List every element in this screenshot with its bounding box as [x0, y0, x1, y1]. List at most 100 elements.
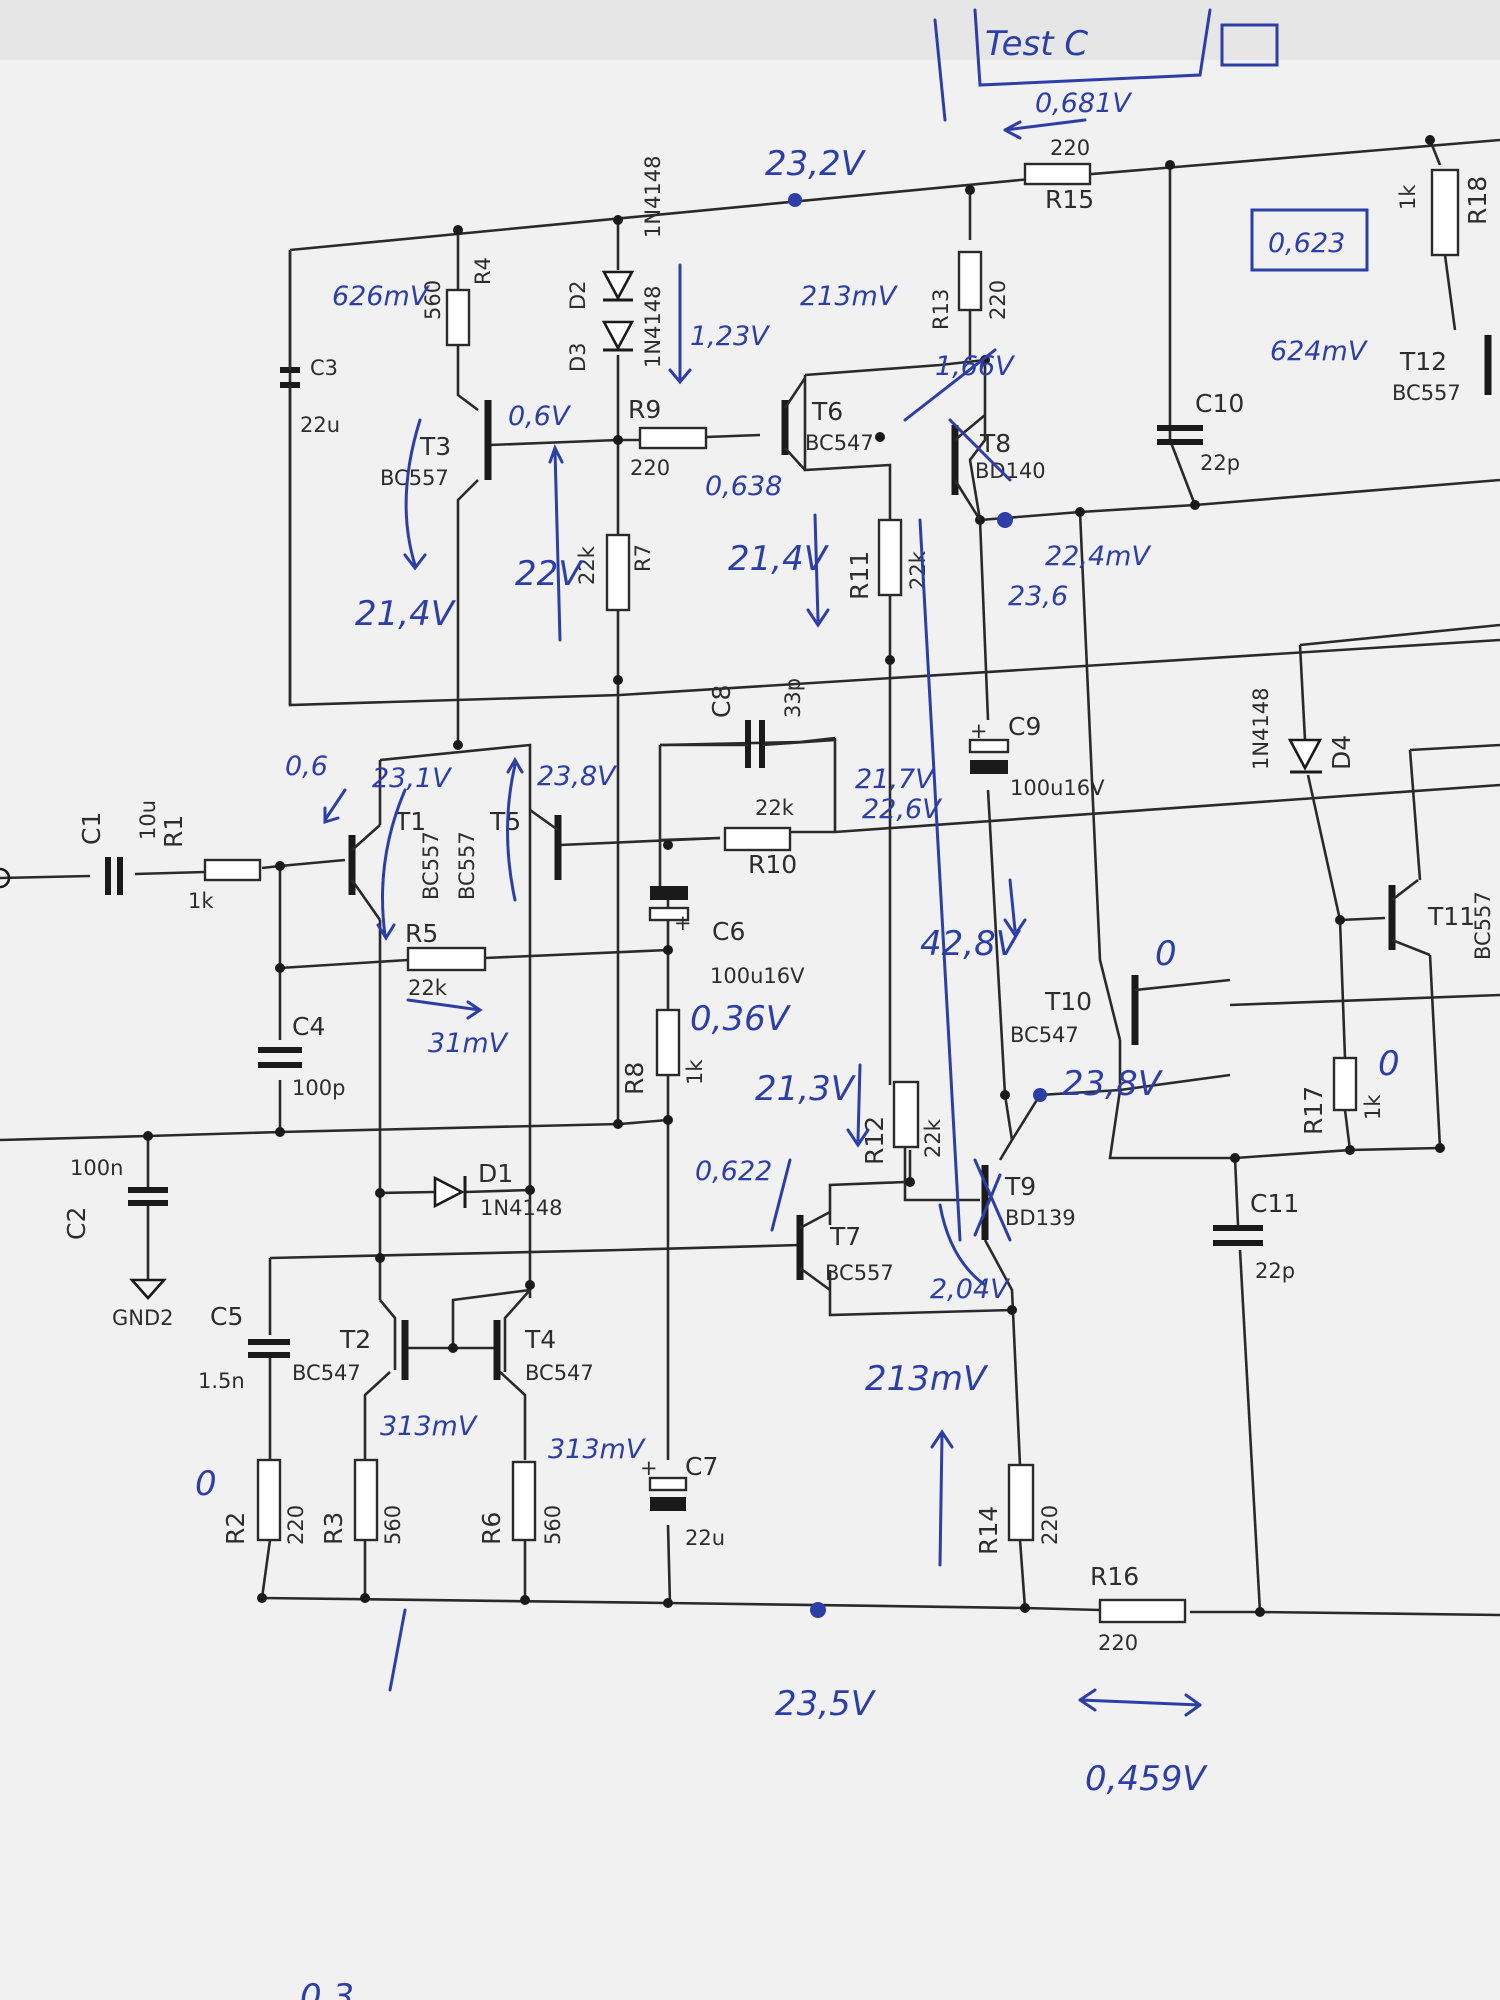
note-v-r11: 21,4V	[728, 539, 830, 579]
transistor-T12-ref: T12	[1399, 347, 1447, 376]
paper-shadow	[0, 0, 1500, 60]
note-v-bottom: 23,5V	[775, 1684, 877, 1724]
transistor-T2-ref: T2	[339, 1325, 371, 1354]
note-v-t12: 624mV	[1270, 336, 1369, 367]
capacitor-C8-ref: C8	[707, 685, 736, 718]
ink-arrow	[668, 263, 692, 385]
resistor-R10-value: 22k	[755, 796, 795, 820]
ink-arrow	[1078, 1688, 1202, 1717]
transistor-T10-ref: T10	[1044, 987, 1092, 1016]
resistor-R18: R18 1k	[1396, 168, 1492, 257]
ink-stroke	[933, 18, 947, 122]
transistor-T7-type: BC557	[825, 1261, 894, 1285]
ink-arrow	[806, 513, 830, 628]
transistor-T11-type: BC557	[1471, 891, 1495, 960]
transistor-T4: T4 BC547	[493, 1320, 594, 1385]
capacitor-C6-plus: +	[674, 911, 692, 935]
resistor-R3-ref: R3	[319, 1512, 348, 1545]
capacitor-C5: C5 1.5n	[198, 1302, 290, 1393]
resistor-R14: R14 220	[974, 1463, 1062, 1555]
ink-box-r18	[1250, 208, 1369, 272]
diode-D1-ref: D1	[478, 1159, 513, 1188]
transistor-T5: T5 BC557	[455, 807, 562, 900]
transistor-T10-type: BC547	[1010, 1023, 1079, 1047]
ink-arrow	[846, 1063, 870, 1148]
capacitor-C3-value: 22u	[300, 413, 340, 437]
capacitor-C7-ref: C7	[685, 1452, 718, 1481]
transistor-T2: T2 BC547	[292, 1320, 409, 1385]
diode-D2-ref: D2	[566, 280, 590, 310]
ink-arrow	[1003, 878, 1027, 938]
capacitor-C1-value: 10u	[136, 800, 160, 840]
resistor-R5-ref: R5	[405, 919, 438, 948]
note-v-t1-in: 0,6	[285, 751, 328, 782]
resistor-R13-value: 220	[986, 280, 1010, 320]
capacitor-C1-ref: C1	[77, 812, 106, 845]
transistor-T1-ref: T1	[394, 807, 426, 836]
resistor-R4-ref: R4	[471, 257, 495, 285]
transistor-T6-type: BC547	[805, 431, 874, 455]
ink-arrow	[1003, 118, 1087, 140]
resistor-R2-value: 220	[284, 1505, 308, 1545]
capacitor-C2-value: 100n	[70, 1156, 123, 1180]
diode-D1: D1 1N4148	[433, 1159, 563, 1220]
diode-D3-type: 1N4148	[641, 285, 665, 368]
transistor-T3: T3 BC557	[380, 400, 492, 490]
note-v-out: 21,7V	[855, 764, 936, 795]
note-v-r5: 31mV	[428, 1028, 510, 1059]
note-v-r7: 22V	[515, 554, 584, 594]
resistor-R12: R12 22k	[860, 1080, 945, 1165]
ink-stroke	[388, 1608, 407, 1692]
note-v-t7-be: 0,622	[695, 1156, 772, 1187]
ink-arrow	[938, 1203, 987, 1287]
diode-D3: D3 1N4148	[566, 285, 665, 372]
resistor-R13-ref: R13	[929, 289, 953, 330]
resistor-R10: 22k R10	[723, 796, 797, 879]
note-v-t6-be: 0,638	[705, 471, 782, 502]
transistor-T9-ref: T9	[1004, 1172, 1036, 1201]
note-v-r15: 0,681V	[1035, 88, 1133, 119]
resistor-R18-value: 1k	[1396, 184, 1420, 210]
ink-long-arrow	[918, 518, 962, 1242]
transistor-T9: T9 BD139	[981, 1165, 1076, 1240]
transistor-T12-type: BC557	[1392, 381, 1461, 405]
note-v-c6: 0,36V	[690, 999, 792, 1039]
transistor-T6-ref: T6	[811, 397, 843, 426]
resistor-R11-value: 22k	[906, 550, 930, 590]
resistor-R2-ref: R2	[221, 1512, 250, 1545]
resistor-R12-ref: R12	[860, 1116, 889, 1165]
capacitor-C5-value: 1.5n	[198, 1369, 245, 1393]
capacitor-C1: C1 10u	[77, 800, 160, 895]
note-v-r3: 313mV	[380, 1411, 479, 1442]
capacitor-C6-value: 100u16V	[710, 964, 805, 988]
diode-D4: 1N4148 D4	[1249, 687, 1356, 774]
resistor-R12-value: 22k	[921, 1118, 945, 1158]
resistor-R18-ref: R18	[1463, 176, 1492, 225]
resistor-R17-value: 1k	[1361, 1094, 1385, 1120]
resistor-R15-value: 220	[1050, 136, 1090, 160]
note-v-c9: 42,8V	[920, 924, 1022, 964]
capacitor-C11-value: 22p	[1255, 1259, 1295, 1283]
transistor-T4-type: BC547	[525, 1361, 594, 1385]
ground-label: GND2	[112, 1306, 174, 1330]
ink-strike-t9	[973, 1173, 1002, 1237]
transistor-T3-type: BC557	[380, 466, 449, 490]
resistor-R14-ref: R14	[974, 1506, 1003, 1555]
ink-arrow	[506, 757, 524, 902]
resistor-R3: R3 560	[319, 1458, 405, 1545]
resistor-R6-value: 560	[541, 1505, 565, 1545]
capacitor-C7-value: 22u	[685, 1526, 725, 1550]
note-v-r13: 213mV	[800, 281, 899, 312]
transistor-T5-ref: T5	[489, 807, 521, 836]
resistor-R11: R11 22k	[845, 518, 930, 600]
ink-box	[973, 8, 1212, 87]
note-v-r4: 626mV	[332, 281, 431, 312]
junctions	[143, 135, 1445, 1617]
ink-checkbox	[1220, 23, 1279, 67]
capacitor-C9: + C9 100u16V	[968, 712, 1105, 800]
note-top-corner: Test C	[985, 24, 1088, 64]
note-v-r18: 0,623	[1268, 228, 1345, 259]
note-v-t9: 2,04V	[930, 1274, 1011, 1305]
